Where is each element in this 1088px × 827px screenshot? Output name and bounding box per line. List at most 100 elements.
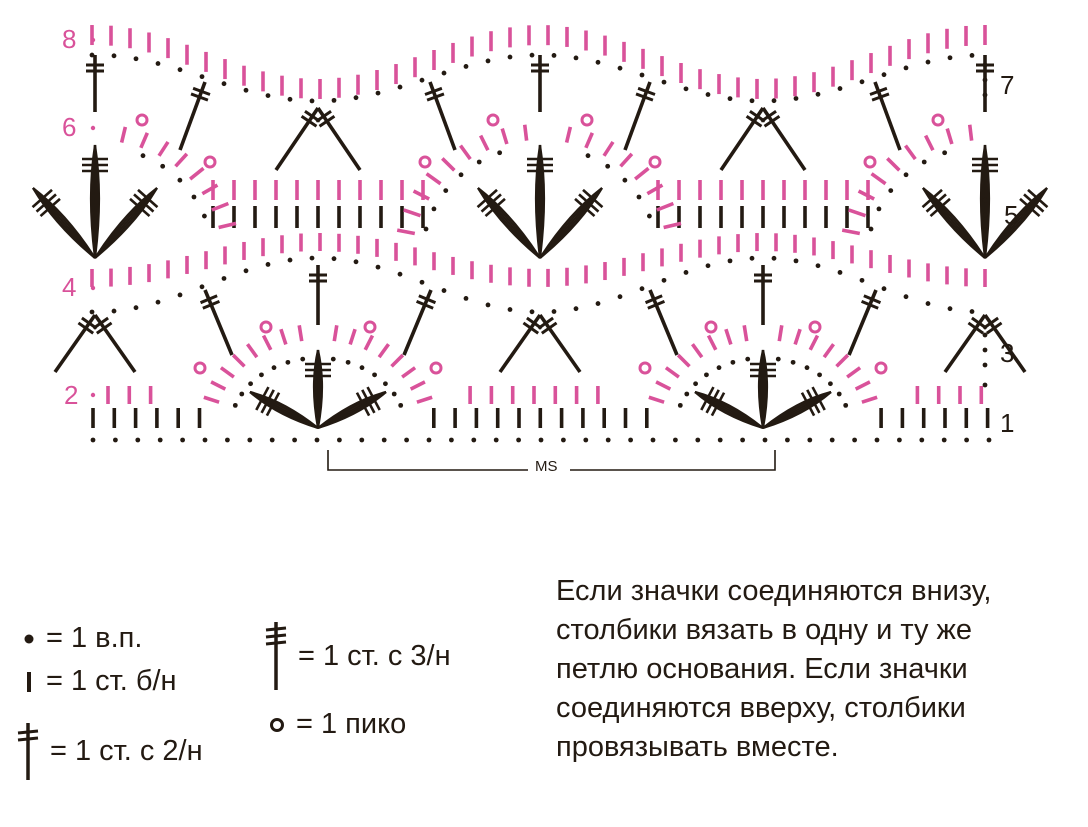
double-treble-bar [647, 299, 666, 310]
chain-stitch [716, 365, 722, 371]
treble-bar [255, 386, 270, 411]
single-crochet-pink [403, 208, 422, 218]
treble-bar [700, 386, 715, 411]
note-line: соединяются вверху, столбики [556, 692, 966, 724]
chain-stitch [155, 299, 161, 305]
double-treble-bar [745, 114, 763, 128]
chain-stitch [585, 153, 591, 159]
picot [704, 320, 718, 334]
chain-stitch [516, 437, 521, 443]
chain-stitch [89, 309, 95, 315]
legend-label: = 1 ст. с 2/н [50, 734, 203, 767]
single-crochet-pink [218, 221, 237, 230]
chain-stitch [285, 359, 291, 365]
double-treble [53, 313, 97, 374]
chain-stitch [441, 70, 447, 76]
chain-stitch [538, 437, 544, 443]
single-crochet-pink [676, 353, 691, 368]
chain-stitch [661, 277, 667, 283]
single-crochet-icon [27, 671, 31, 692]
picot [135, 113, 149, 127]
double-treble-bar [967, 321, 985, 335]
double-treble [719, 106, 765, 172]
row-label-7: 7 [1000, 70, 1015, 100]
chain-stitch [693, 381, 698, 387]
chain-stitch [836, 391, 842, 397]
treble-leaf-stroke [32, 187, 96, 259]
legend-label: = 1 пико [296, 708, 407, 740]
treble-bar [582, 188, 604, 209]
chain-stitch [177, 177, 183, 183]
picot [931, 113, 945, 127]
chain-stitch [815, 91, 821, 97]
treble-bar [705, 389, 720, 414]
single-crochet-pink [808, 334, 820, 351]
chain-stitch [595, 301, 601, 306]
legend-single-crochet: = 1 ст. б/н [22, 665, 177, 698]
single-crochet-pink [793, 328, 802, 345]
chain-stitch [398, 402, 404, 408]
single-crochet-pink [441, 157, 456, 172]
chain-stitch [507, 307, 513, 312]
double-treble-bar [95, 321, 113, 335]
treble-leaf-stroke [477, 187, 541, 259]
chain-stitch [202, 437, 208, 443]
double-treble-bar [424, 86, 443, 96]
single-crochet-pink [174, 152, 189, 168]
single-crochet-pink [390, 353, 405, 368]
chain-stitch [309, 98, 315, 104]
single-crochet-pink [648, 395, 665, 404]
treble-leaf-stroke [534, 144, 542, 259]
chain-stitch [239, 391, 245, 397]
single-crochet-pink [835, 353, 850, 368]
chain-stitch [397, 84, 403, 90]
double-treble-bar [190, 92, 209, 102]
single-crochet-pink [846, 366, 862, 379]
single-crochet-pink [219, 366, 235, 379]
chain-stitch [793, 96, 799, 101]
chain-stitch [982, 62, 988, 68]
chain-stitch [785, 437, 790, 443]
turning-chain [90, 285, 96, 291]
chain-stitch [897, 437, 902, 443]
chain-stitch [859, 277, 865, 283]
single-crochet-pink [886, 157, 901, 172]
chain-stitch [695, 437, 701, 443]
chain-stitch [111, 308, 117, 314]
single-crochet-pink [188, 166, 205, 181]
single-crochet-pink [904, 144, 917, 161]
chain-stitch [419, 77, 425, 83]
chain-stitch [202, 213, 207, 219]
chain-stitch [199, 284, 205, 290]
treble-leaf-stroke [539, 187, 603, 259]
row-label-3: 3 [1000, 338, 1015, 368]
chain-stitch [942, 150, 948, 156]
single-crochet-pink [584, 132, 594, 149]
chain-stitch [331, 256, 337, 262]
treble-bar [129, 197, 151, 218]
chain-stitch [815, 263, 821, 269]
chain-stitch [551, 53, 557, 58]
chain-stitch [639, 72, 645, 78]
single-crochet-pink [841, 228, 861, 236]
double-treble [847, 289, 878, 356]
treble-leaf-stroke [249, 391, 319, 430]
treble-bar [800, 392, 816, 417]
double-treble-bar [318, 114, 336, 128]
chain-stitch [903, 172, 909, 178]
chain-stitch [622, 177, 628, 183]
chain-stitch [925, 59, 931, 65]
double-treble [274, 106, 320, 172]
chain-stitch [868, 226, 874, 232]
chain-stitch [573, 306, 579, 312]
chain-stitch [828, 381, 833, 387]
chain-stitch [155, 61, 161, 66]
chain-stitch [529, 309, 535, 315]
double-treble-bar [192, 86, 211, 96]
chain-stitch [852, 437, 857, 443]
chain-stitch [727, 258, 733, 264]
chain-stitch [804, 365, 810, 371]
chain-stitch [551, 309, 557, 314]
double-treble-bar [92, 316, 109, 330]
chain-stitch [903, 294, 909, 300]
